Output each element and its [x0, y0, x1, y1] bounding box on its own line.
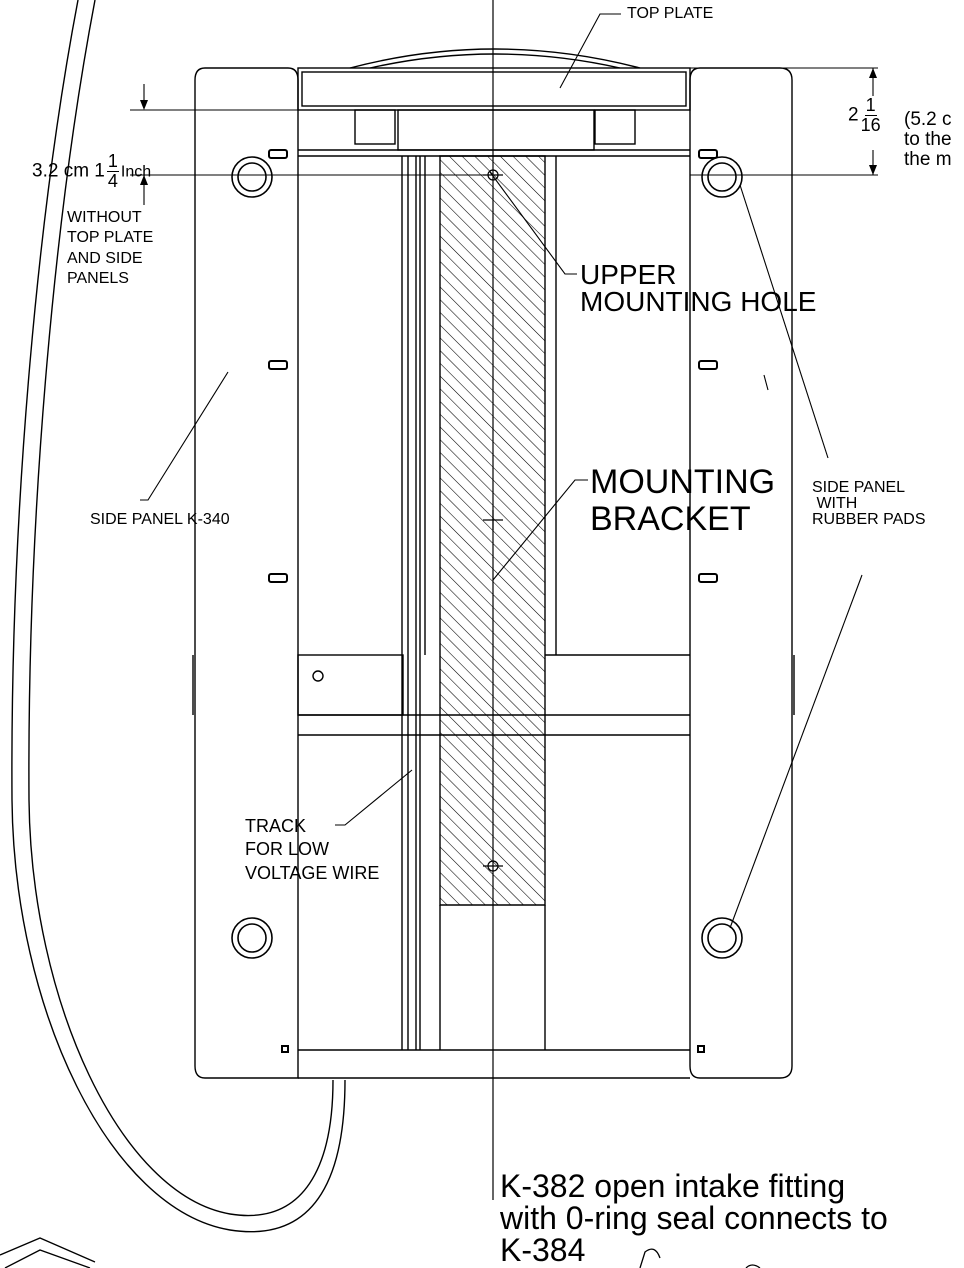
cable	[11, 0, 346, 1233]
cable-inner	[28, 0, 334, 1217]
intake-fitting-note: K-382 open intake fitting with 0-ring se…	[500, 1168, 888, 1268]
dim-left-prefix: 3.2 cm 1	[32, 160, 105, 182]
left-top-pad	[231, 156, 273, 198]
wire-track	[401, 156, 421, 1050]
track-wire-label: TRACK FOR LOW VOLTAGE WIRE	[245, 816, 380, 883]
right-top-pad	[701, 156, 743, 198]
left-side-panel	[194, 67, 299, 1079]
top-plate	[297, 67, 691, 111]
top-plate-dome	[349, 48, 641, 69]
dimension-right-note: (5.2 c to the the m	[904, 109, 952, 170]
left-bottom-pad	[231, 917, 273, 959]
dim-right-whole: 2	[848, 104, 859, 126]
side-panel-left-label: SIDE PANEL K-340	[90, 511, 230, 528]
side-panel-right-label: SIDE PANEL WITH RUBBER PADS	[812, 479, 926, 528]
right-side-panel	[689, 67, 793, 1079]
without-top-plate-note: WITHOUT TOP PLATE AND SIDE PANELS	[67, 209, 154, 288]
mounting-bracket-label: MOUNTING BRACKET	[590, 463, 776, 538]
dim-left-suffix: Inch	[120, 163, 152, 181]
right-bottom-pad	[701, 917, 743, 959]
upper-mounting-hole-label: UPPER MOUNTING HOLE	[580, 259, 817, 317]
top-plate-label: TOP PLATE	[627, 5, 714, 22]
